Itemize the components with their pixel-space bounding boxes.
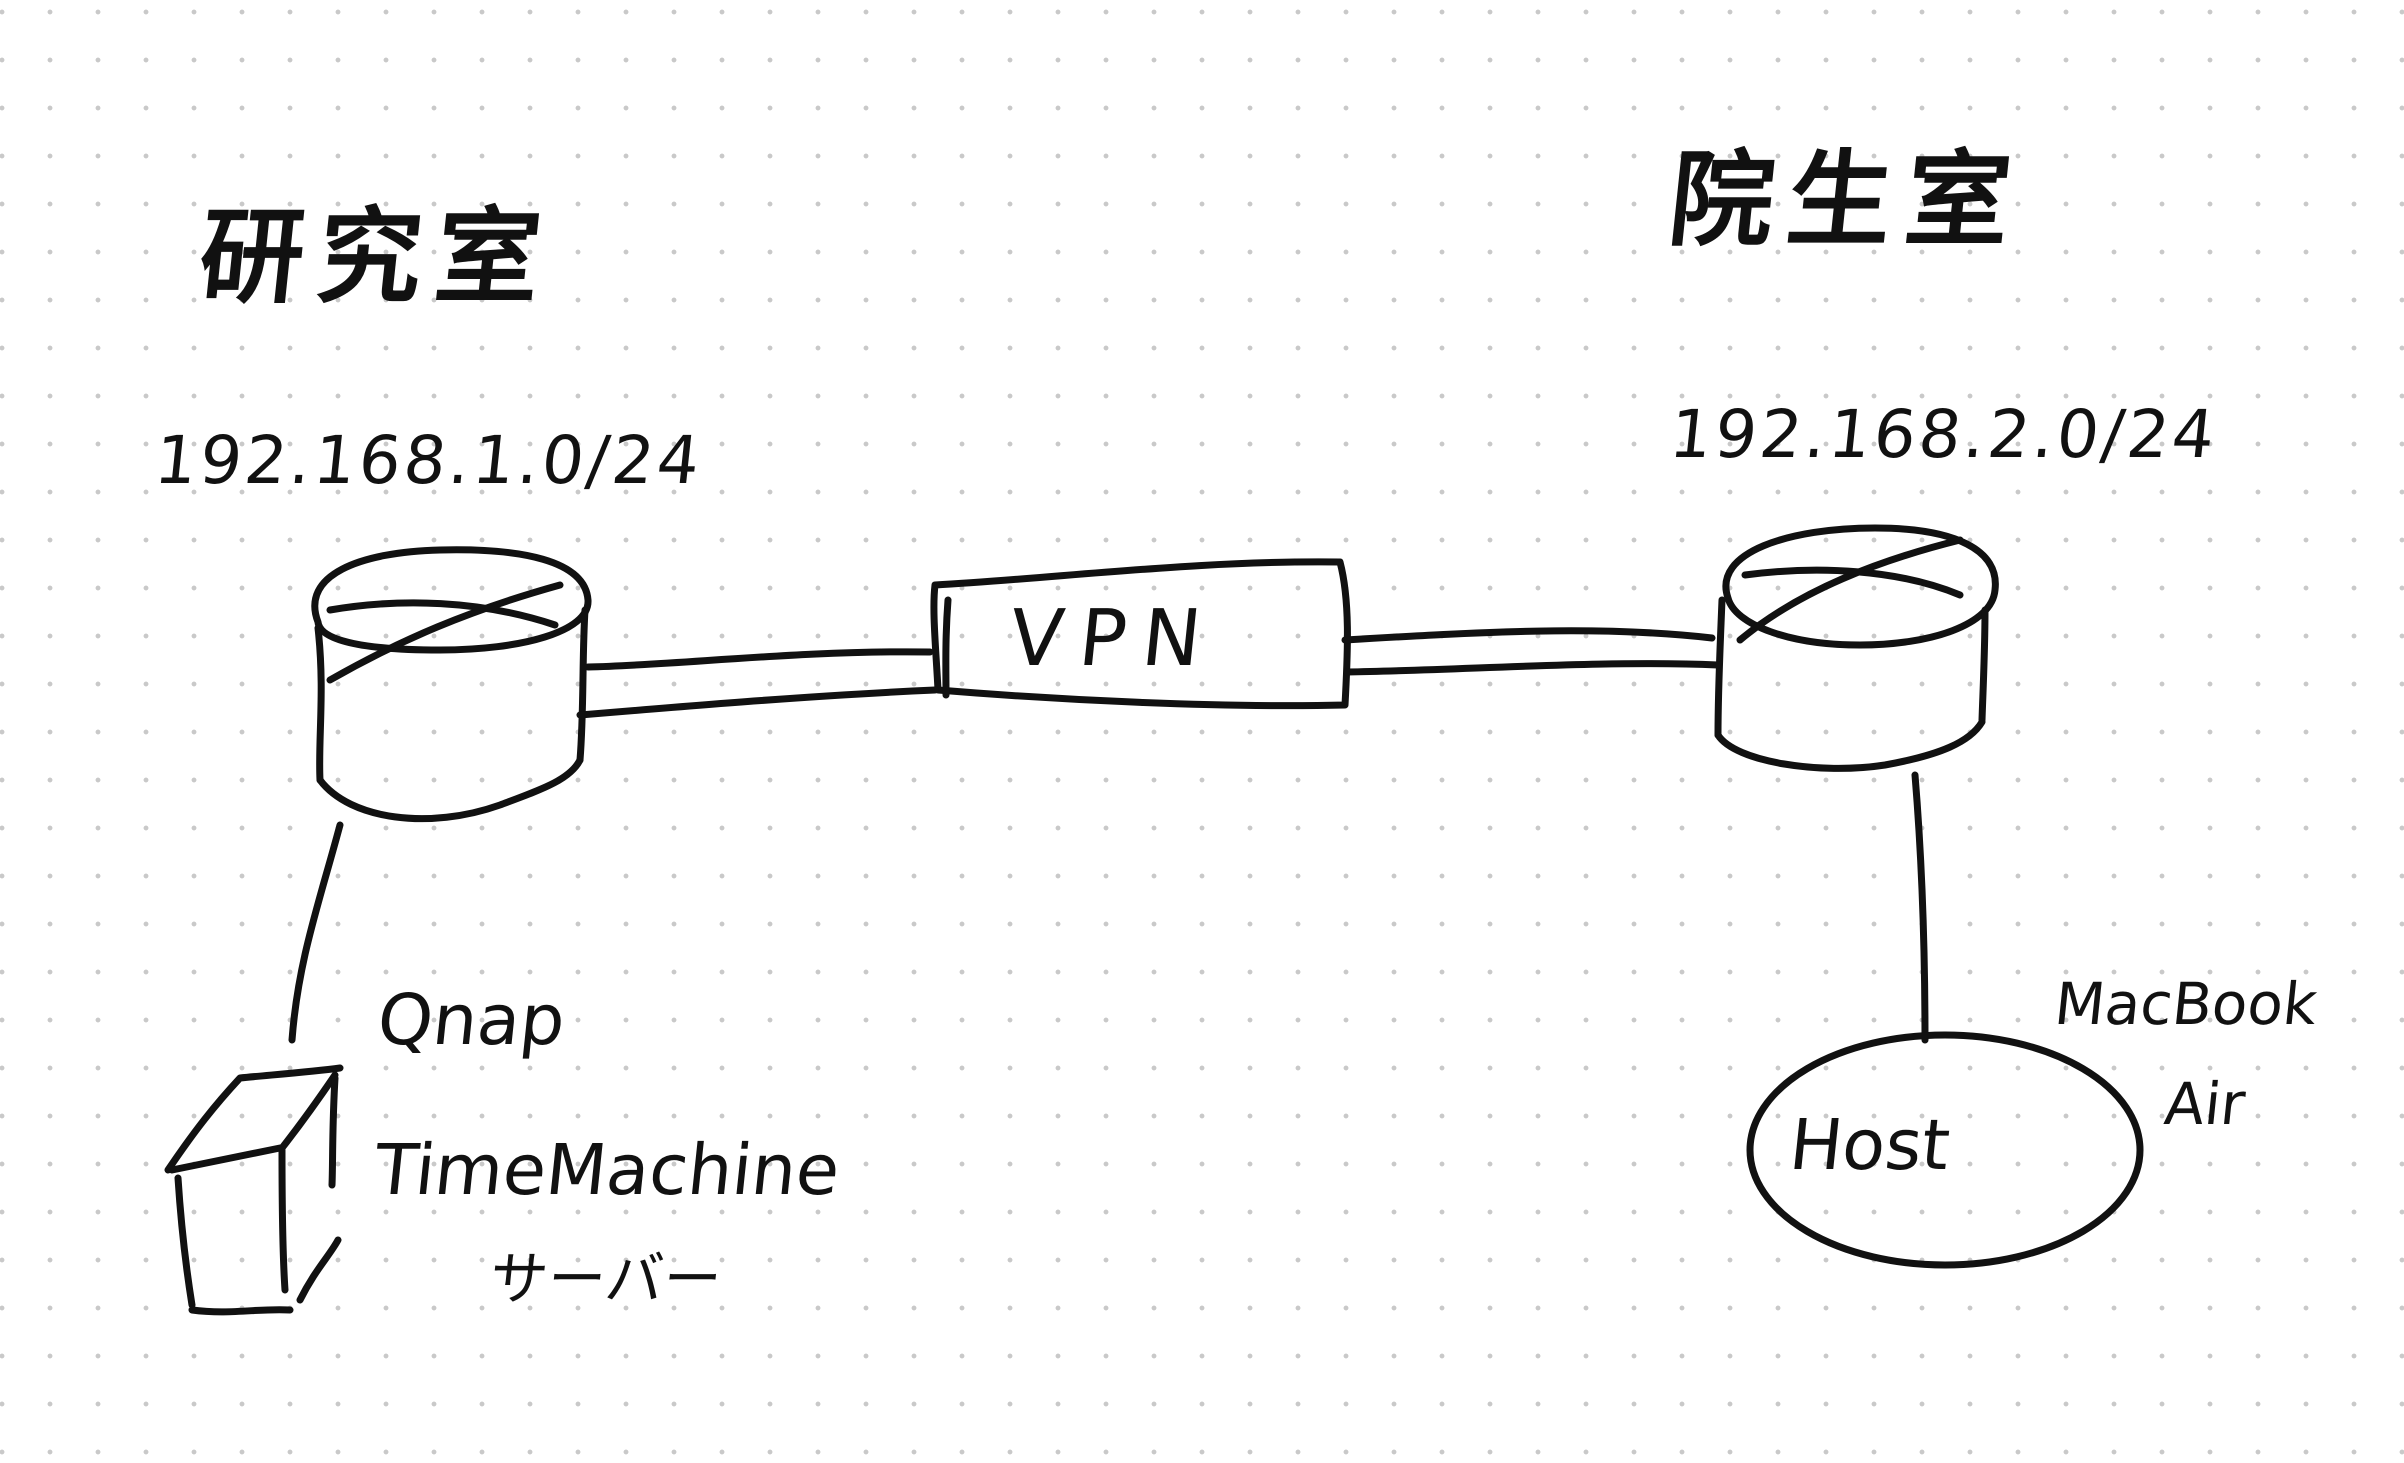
lab-vpn-link — [576, 648, 939, 719]
grad-router-icon — [1714, 524, 1999, 772]
grad-host-link — [1911, 771, 1929, 1044]
grad-room-title: 院生室 — [1663, 139, 2031, 261]
lab-subnet: 192.168.1.0/24 — [151, 422, 707, 499]
lab-router-icon — [311, 546, 592, 823]
server-box-icon — [164, 1064, 344, 1316]
grad-subnet: 192.168.2.0/24 — [1666, 396, 2222, 473]
host-circle-icon — [1746, 1031, 2144, 1269]
host-model-line1: MacBook — [2051, 970, 2321, 1038]
lab-nas-link — [288, 821, 344, 1044]
vpn-label: VPN — [1005, 594, 1222, 684]
lab-title: 研究室 — [193, 196, 561, 318]
nas-role-line2: サーバー — [486, 1245, 725, 1313]
host-label: Host — [1785, 1104, 1954, 1186]
nas-role-line1: TimeMachine — [370, 1129, 844, 1211]
grad-vpn-link — [1341, 627, 1722, 676]
host-model-line2: Air — [2161, 1070, 2249, 1138]
nas-name: Qnap — [373, 979, 570, 1061]
